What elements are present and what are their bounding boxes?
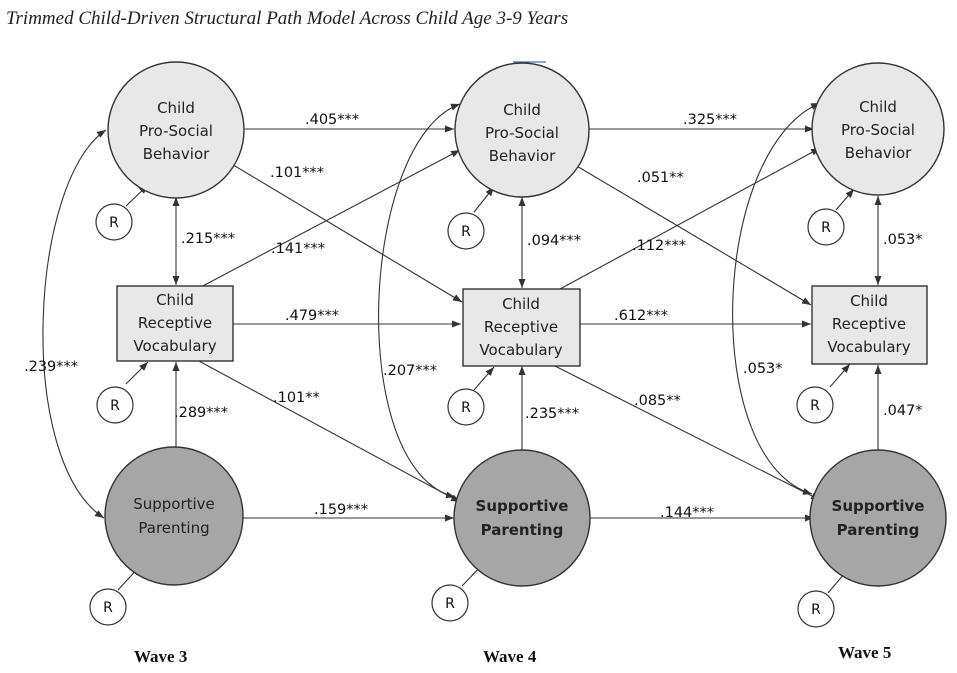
coef-v3-ps4: .141*** — [271, 241, 325, 257]
node-parenting-wave5: Supportive Parenting — [809, 449, 947, 587]
coef-w3-v-sp: .289*** — [174, 405, 228, 421]
node-prosocial-wave5: Child Pro-Social Behavior — [811, 62, 945, 196]
wave-label-3: Wave 3 — [134, 647, 187, 666]
coef-ps4-ps5: .325*** — [683, 112, 737, 128]
node-label-line2: Pro-Social — [485, 124, 559, 142]
wave-label-5: Wave 5 — [838, 643, 891, 662]
coef-ps3-ps4: .405*** — [305, 112, 359, 128]
coef-w4-ps-sp: .207*** — [383, 363, 437, 379]
node-label-line3: Behavior — [845, 144, 912, 162]
node-label-line1: Supportive — [133, 495, 215, 513]
node-prosocial-wave3: Child Pro-Social Behavior — [107, 61, 245, 199]
residual-label: R — [445, 596, 455, 612]
node-label-line3: Vocabulary — [133, 337, 216, 355]
residual-v3: R — [96, 386, 134, 424]
diagram-title: Trimmed Child-Driven Structural Path Mod… — [6, 8, 568, 29]
coef-w5-v-sp: .047* — [883, 403, 923, 419]
node-label-line1: Supportive — [832, 497, 925, 515]
path-ps4-v5 — [569, 161, 812, 306]
residual-arrow-v3 — [125, 361, 149, 385]
residual-arrow-ps4 — [473, 186, 495, 213]
node-label-line1: Supportive — [476, 497, 569, 515]
node-label-line1: Child — [502, 295, 540, 313]
residual-arrow-ps5 — [835, 188, 855, 211]
residual-ps3: R — [95, 203, 133, 241]
coef-w5-ps-v: .053* — [883, 232, 923, 248]
node-parenting-wave3: Supportive Parenting — [104, 446, 244, 586]
node-vocab-wave5: Child Receptive Vocabulary — [811, 285, 928, 365]
residual-arrow-v5 — [829, 363, 851, 388]
residual-label: R — [821, 220, 831, 236]
coef-ps4-v5: .051** — [637, 170, 684, 186]
path-v4-sp5 — [552, 364, 821, 501]
coef-sp3-sp4: .159*** — [314, 502, 368, 518]
node-label-line2: Parenting — [837, 521, 920, 539]
node-vocab-wave4: Child Receptive Vocabulary — [462, 288, 581, 367]
node-label-line2: Parenting — [481, 521, 564, 539]
residual-label: R — [110, 398, 120, 414]
residual-sp5: R — [797, 590, 835, 628]
coef-v3-v4: .479*** — [285, 308, 339, 324]
node-parenting-wave4: Supportive Parenting — [453, 449, 591, 587]
cov-w4-ps-sp — [378, 103, 461, 499]
node-label-line2: Parenting — [138, 519, 209, 537]
residual-label: R — [461, 224, 471, 240]
residual-label: R — [811, 602, 821, 618]
coef-w4-v-sp: .235*** — [525, 406, 579, 422]
cov-w5-ps-sp — [732, 102, 821, 495]
residual-v4: R — [447, 388, 485, 426]
coef-v4-ps5: .112*** — [632, 238, 686, 254]
cov-w3-ps-sp — [42, 129, 107, 519]
coef-ps3-v4: .101*** — [270, 165, 324, 181]
residual-label: R — [461, 400, 471, 416]
coef-w3-ps-v: .215*** — [181, 231, 235, 247]
residual-label: R — [103, 600, 113, 616]
node-label-line3: Vocabulary — [479, 341, 562, 359]
coef-w4-ps-v: .094*** — [527, 233, 581, 249]
node-vocab-wave3: Child Receptive Vocabulary — [116, 285, 234, 362]
node-label-line1: Child — [859, 98, 897, 116]
node-label-line1: Child — [156, 291, 194, 309]
node-label-line2: Pro-Social — [841, 121, 915, 139]
residual-ps4: R — [447, 212, 485, 250]
node-label-line3: Vocabulary — [827, 338, 910, 356]
residual-label: R — [109, 215, 119, 231]
residual-ps5: R — [807, 208, 845, 246]
residual-sp3: R — [89, 588, 127, 626]
wave-label-4: Wave 4 — [483, 647, 537, 666]
residual-sp4: R — [431, 584, 469, 622]
node-label-line3: Behavior — [489, 147, 556, 165]
node-label-line1: Child — [503, 101, 541, 119]
node-label-line2: Receptive — [832, 315, 906, 333]
path-v3-sp4 — [196, 359, 461, 503]
coef-w3-ps-sp: .239*** — [24, 359, 78, 375]
coef-v3-sp4: .101** — [273, 390, 320, 406]
coef-sp4-sp5: .144*** — [660, 505, 714, 521]
node-label-line2: Receptive — [484, 318, 558, 336]
path-v4-ps5 — [559, 147, 821, 290]
node-label-line2: Pro-Social — [139, 122, 213, 140]
path-v3-ps4 — [196, 149, 461, 290]
node-label-line2: Receptive — [138, 314, 212, 332]
coef-v4-v5: .612*** — [614, 308, 668, 324]
coef-v4-sp5: .085** — [634, 393, 681, 409]
coef-w5-ps-sp: .053* — [743, 361, 783, 377]
node-label-line1: Child — [157, 99, 195, 117]
path-ps3-v4 — [229, 162, 463, 303]
residual-arrow-v4 — [473, 366, 495, 391]
node-prosocial-wave4: Child Pro-Social Behavior — [454, 62, 590, 198]
node-label-line1: Child — [850, 292, 888, 310]
residual-v5: R — [796, 386, 834, 424]
residual-label: R — [810, 398, 820, 414]
node-label-line3: Behavior — [143, 145, 210, 163]
